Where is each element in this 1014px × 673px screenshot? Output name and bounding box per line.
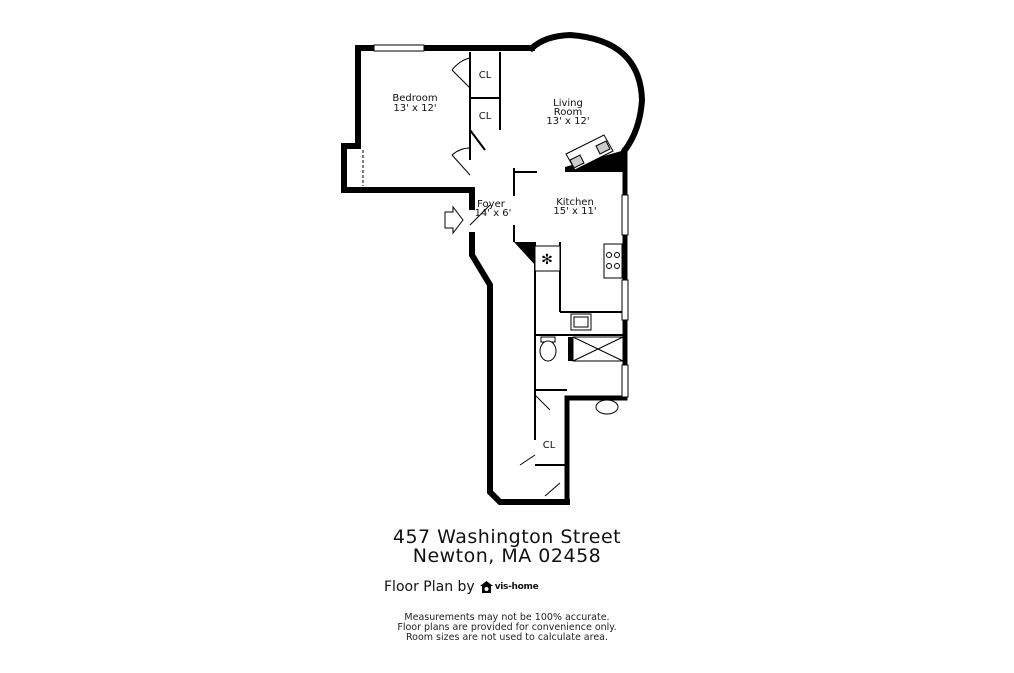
- disclaimer: Measurements may not be 100% accurate. F…: [0, 613, 1014, 643]
- fireplace-icon: [565, 134, 614, 171]
- kitchen-windows: [621, 194, 629, 398]
- svg-text:✻: ✻: [541, 252, 553, 268]
- closet-2-label: CL: [479, 111, 492, 122]
- brand-logo: vis-home: [479, 581, 539, 593]
- exterior-walls: [341, 31, 646, 505]
- house-camera-icon: [479, 581, 493, 593]
- address-line-2: Newton, MA 02458: [412, 545, 602, 567]
- foyer-name: Foyer: [477, 199, 506, 210]
- doors: [451, 57, 561, 497]
- stove-burners-icon: [603, 243, 623, 279]
- snowflake-icon: ✻: [534, 245, 561, 272]
- kitchen-name: Kitchen: [556, 197, 594, 208]
- toilet-icon: [539, 336, 557, 362]
- living-room-name-2: Room: [554, 107, 582, 118]
- disclaimer-line-2: Floor plans are provided for convenience…: [397, 622, 617, 633]
- disclaimer-line-1: Measurements may not be 100% accurate.: [404, 612, 610, 623]
- kitchen-size: 15' x 11': [553, 206, 596, 217]
- floor-plan-credit: Floor Plan by vis-home: [384, 579, 539, 595]
- bedroom-size: 13' x 12': [393, 103, 436, 114]
- shower-icon: [572, 336, 624, 362]
- disclaimer-line-3: Room sizes are not used to calculate are…: [405, 632, 609, 643]
- floor-plan: ✻ Bedroom 13' x 12' CL CL Living Room 13…: [341, 31, 646, 505]
- bedroom-window: [373, 44, 425, 52]
- bath-sink-icon: [595, 399, 619, 415]
- sink-icon: [570, 313, 592, 331]
- credit-label: Floor Plan by: [384, 579, 475, 595]
- living-room-size: 13' x 12': [546, 116, 589, 127]
- closet-3-label: CL: [543, 440, 556, 451]
- bedroom-name: Bedroom: [392, 93, 437, 104]
- closet-1-label: CL: [479, 70, 492, 81]
- living-room-name-1: Living: [553, 98, 583, 109]
- address-line-1: 457 Washington Street: [392, 526, 622, 548]
- entry-arrow-icon: [444, 205, 464, 235]
- brand-name: vis-home: [494, 582, 539, 592]
- foyer-size: 14' x 6': [475, 208, 512, 219]
